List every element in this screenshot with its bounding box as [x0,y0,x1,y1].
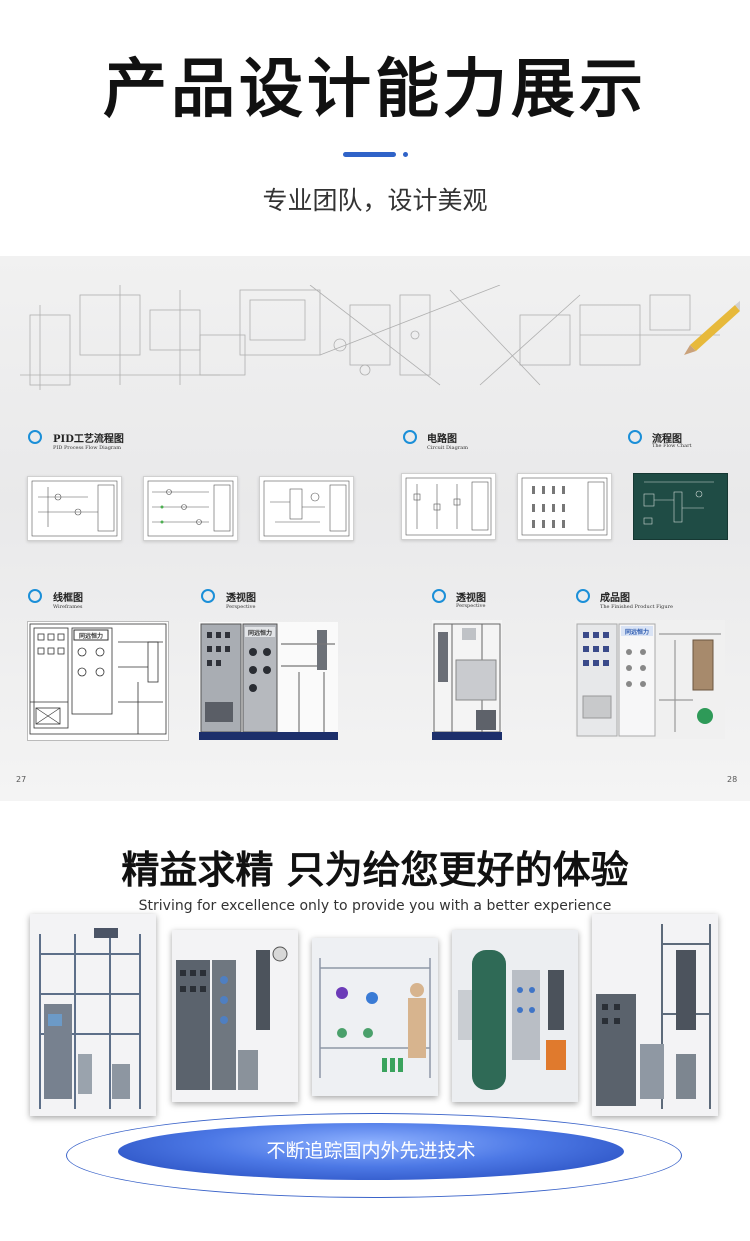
pencil-image [684,300,740,355]
finished-brand-text: 同远恒力 [625,628,649,636]
equipment-render-card-5 [592,914,718,1116]
section-sub-flowchart: The Flow Chart [652,443,692,449]
section-label-wireframes: 线框图 [53,593,83,604]
title-underline-dot [403,152,408,157]
circuit-ring-icon [403,430,417,444]
section-label-circuit: 电路图 [427,434,457,445]
equipment-render-card-4 [452,930,578,1102]
section-label-flowchart: 流程图 [652,434,682,445]
equipment-render-card-1 [30,914,156,1116]
section-sub-perspective-2: Perspective [456,603,486,609]
section-sub-pid: PID Process Flow Diagram [53,445,122,451]
section-label-perspective-2: 透视图 [456,593,486,604]
blueprint-sketch-image [20,285,740,390]
section-sub-finished: The Finished Product Figure [600,604,673,610]
circuit-diagram-thumbnail-2 [517,473,612,540]
perspective-machine-image-1: 同远恒力 [199,622,338,740]
equipment-render-card-3 [312,938,438,1096]
section-sub-circuit: Circuit Diagram [427,445,468,451]
pid-diagram-thumbnail-2 [143,476,238,541]
showcase-subtitle: Striving for excellence only to provide … [138,898,612,914]
pill-outline-ring [66,1113,682,1198]
pid-ring-icon [28,430,42,444]
wireframe-brand-text: 同远恒力 [79,632,103,640]
perspective-machine-image-2 [432,620,502,740]
perspective-brand-text: 同远恒力 [248,629,272,637]
section-sub-wireframes: Wireframes [53,604,83,610]
pid-diagram-thumbnail-1 [27,476,122,541]
wireframe-machine-image: 同远恒力 [27,621,169,741]
flow-chart-thumbnail [633,473,728,540]
section-label-perspective-1: 透视图 [226,593,256,604]
wireframe-ring-icon [28,589,42,603]
page-title: 产品设计能力展示 [103,53,647,127]
page-subtitle: 专业团队，设计美观 [262,186,488,215]
section-sub-perspective-1: Perspective [226,604,256,610]
tech-pill-badge [118,1123,624,1180]
section-label-pid: PID工艺流程图 [53,434,124,445]
showcase-title: 精益求精 只为给您更好的体验 [121,848,629,892]
circuit-diagram-thumbnail-1 [401,473,496,540]
title-underline [343,152,396,157]
flowchart-ring-icon [628,430,642,444]
section-label-finished: 成品图 [600,593,630,604]
finished-ring-icon [576,589,590,603]
pid-diagram-thumbnail-3 [259,476,354,541]
equipment-render-card-2 [172,930,298,1102]
tech-pill-text: 不断追踪国内外先进技术 [266,1140,476,1162]
page-number-left: 27 [16,775,27,784]
finished-product-image: 同远恒力 [575,620,725,739]
perspective-ring-icon-2 [432,589,446,603]
page-number-right: 28 [727,775,738,784]
perspective-ring-icon-1 [201,589,215,603]
